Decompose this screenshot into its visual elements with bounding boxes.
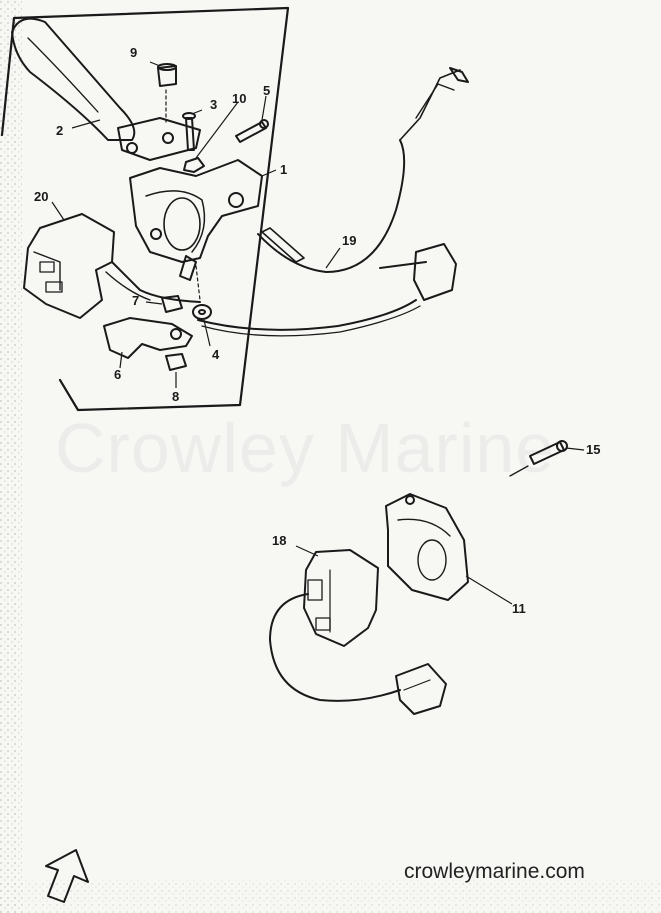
part-6-bracket	[103, 317, 193, 359]
callout-9: 9	[130, 45, 138, 60]
part-19-wire	[257, 139, 406, 273]
part-18-switch	[303, 549, 379, 647]
callout-5: 5	[263, 83, 271, 98]
callout-1: 1	[280, 162, 288, 177]
callout-3: 3	[210, 97, 218, 112]
scan-noise-bottom	[0, 880, 661, 913]
footer-site-name: crowleymarine.com	[404, 860, 585, 883]
callout-6: 6	[114, 367, 122, 382]
direction-arrow-icon	[45, 849, 89, 903]
scan-noise	[0, 0, 22, 913]
callout-20: 20	[34, 189, 49, 204]
part-3-bolt	[185, 117, 195, 151]
callout-4: 4	[212, 347, 220, 362]
part-8-nut	[165, 353, 187, 371]
callout-8: 8	[172, 389, 180, 404]
connector-18	[395, 663, 447, 715]
callout-2: 2	[56, 123, 64, 138]
callout-10: 10	[232, 91, 247, 106]
part-15-screw	[529, 441, 565, 465]
lever-mount	[117, 117, 201, 161]
callout-19: 19	[342, 233, 357, 248]
part-18-wire	[269, 593, 401, 702]
leader-lines	[51, 61, 585, 605]
part-20-switch	[23, 213, 115, 319]
part-5-screw	[235, 121, 267, 143]
part-2-lever	[11, 17, 136, 141]
callout-7: 7	[132, 293, 140, 308]
callout-18: 18	[272, 533, 287, 548]
part-11-housing	[385, 493, 469, 601]
watermark: Crowley Marine	[55, 409, 556, 487]
part-1-housing	[129, 159, 263, 263]
part-4-washer	[192, 304, 212, 320]
part-10-nut	[183, 157, 205, 173]
callout-15: 15	[586, 442, 601, 457]
part-9-cap	[157, 65, 177, 87]
callout-11: 11	[512, 601, 526, 616]
part-7-nut	[161, 295, 183, 313]
connector-19	[413, 243, 457, 301]
